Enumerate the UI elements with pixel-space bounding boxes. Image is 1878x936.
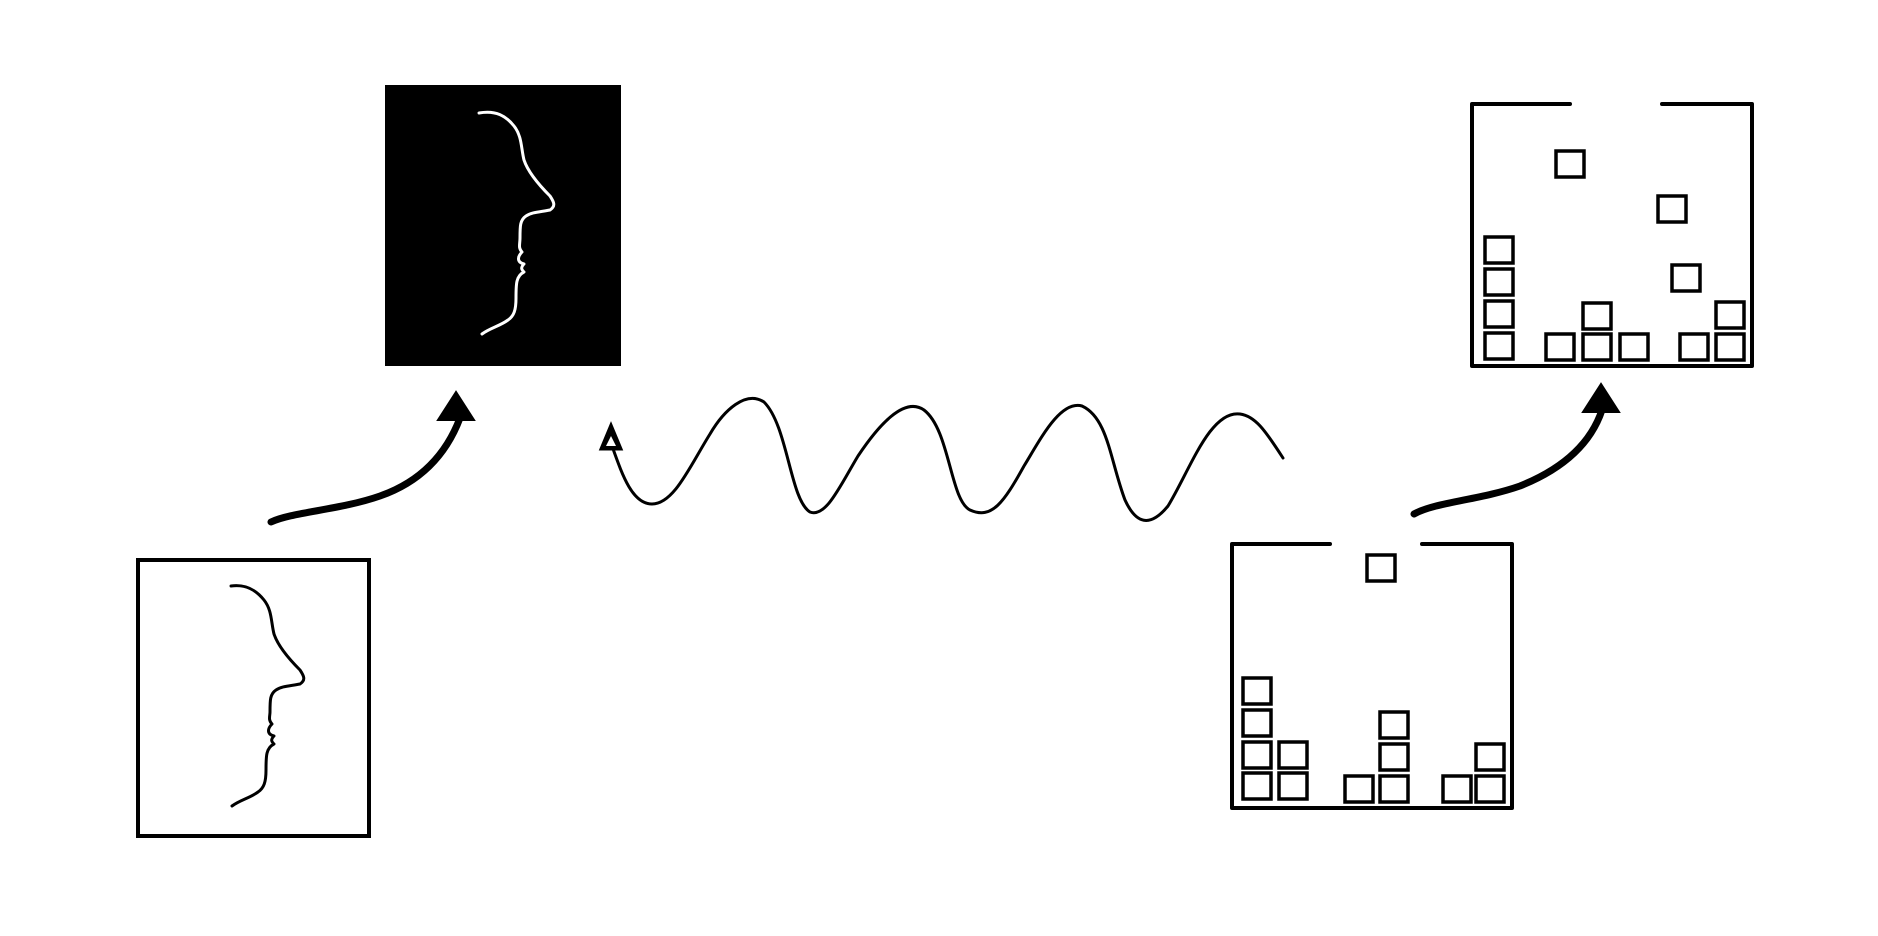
square <box>1483 235 1515 265</box>
square <box>1343 774 1375 804</box>
square <box>1277 771 1309 801</box>
face-original-profile <box>229 584 306 808</box>
face-inverted-profile <box>477 110 556 336</box>
arrow-head <box>436 390 476 421</box>
square <box>1714 300 1746 330</box>
square <box>1241 771 1273 801</box>
container-after-squares <box>1483 149 1746 362</box>
square <box>1241 740 1273 770</box>
square <box>1474 774 1506 804</box>
arrow-before-to-after <box>1410 382 1621 518</box>
square <box>1581 332 1613 362</box>
square <box>1618 332 1650 362</box>
square <box>1378 742 1410 772</box>
square <box>1277 740 1309 770</box>
square <box>1581 301 1613 331</box>
face-inverted-frame <box>385 85 621 366</box>
square <box>1714 332 1746 362</box>
container-before-squares <box>1241 553 1506 804</box>
square <box>1378 710 1410 740</box>
square <box>1474 742 1506 772</box>
arrow-shaft <box>1410 406 1606 518</box>
face-inverted-panel <box>385 85 621 366</box>
container-before <box>1230 542 1514 810</box>
container-after <box>1470 102 1754 368</box>
arrow-original-to-inverted <box>267 390 476 526</box>
square <box>1483 267 1515 297</box>
square <box>1483 331 1515 361</box>
arrow-shaft <box>267 414 464 526</box>
square <box>1544 332 1576 362</box>
square <box>1670 263 1702 293</box>
square <box>1365 553 1397 583</box>
face-original-frame <box>136 558 371 838</box>
arrow-wavy <box>598 396 1285 522</box>
square <box>1554 149 1586 179</box>
container-after-walls <box>1470 102 1754 368</box>
square <box>1378 774 1410 804</box>
face-original-panel <box>136 558 371 838</box>
square <box>1678 332 1710 362</box>
arrow-head-inner <box>606 436 616 446</box>
square <box>1656 194 1688 224</box>
container-before-walls <box>1230 542 1514 810</box>
arrow-shaft <box>610 396 1285 522</box>
square <box>1241 676 1273 706</box>
square <box>1241 708 1273 738</box>
arrow-head <box>1581 382 1621 413</box>
square <box>1441 774 1473 804</box>
square <box>1483 299 1515 329</box>
